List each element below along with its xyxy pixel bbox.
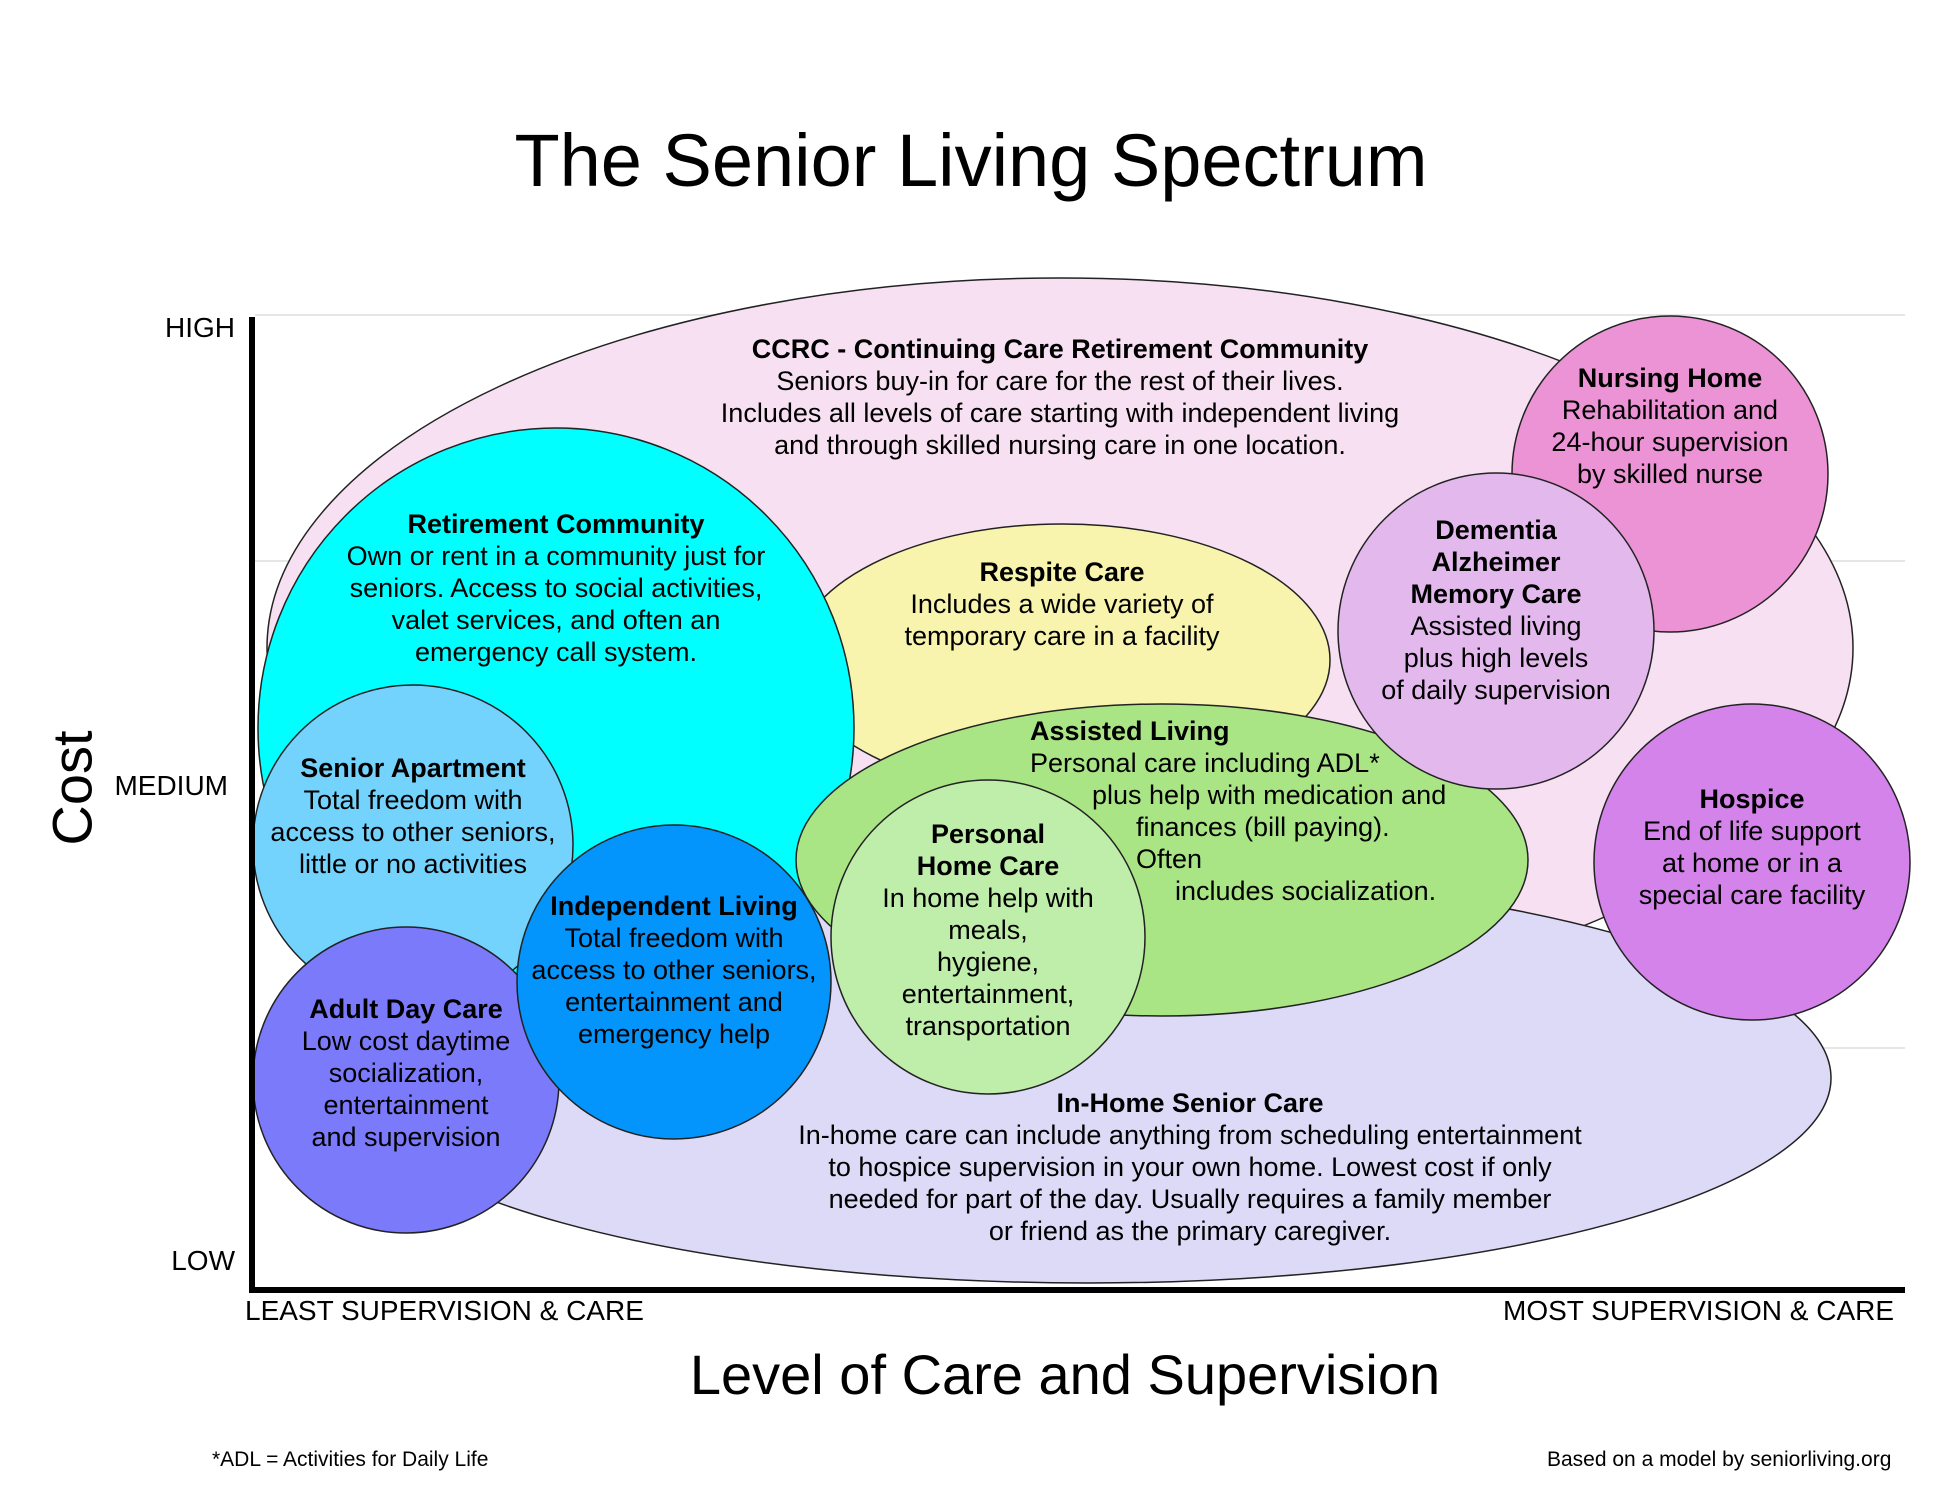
- respite-care-text: Respite Care Includes a wide variety of …: [862, 556, 1262, 652]
- adult-day-care-line: and supervision: [311, 1122, 501, 1152]
- respite-care-line: temporary care in a facility: [904, 621, 1220, 651]
- senior-apartment-line: access to other seniors,: [270, 817, 556, 847]
- assisted-living-line: finances (bill paying). Often: [1136, 812, 1390, 874]
- personal-home-care-line: In home help with: [882, 883, 1094, 913]
- dementia-care-line: plus high levels: [1403, 643, 1589, 673]
- hospice-line: at home or in a: [1661, 848, 1843, 878]
- ccrc-text: CCRC - Continuing Care Retirement Commun…: [660, 333, 1460, 461]
- hospice-circle: [1593, 703, 1911, 1021]
- adl-footnote: *ADL = Activities for Daily Life: [212, 1448, 489, 1471]
- dementia-care-line: Assisted living: [1410, 611, 1582, 641]
- personal-home-care-line: meals,: [948, 915, 1028, 945]
- in-home-care-line: needed for part of the day. Usually requ…: [828, 1184, 1552, 1214]
- ccrc-heading: CCRC - Continuing Care Retirement Commun…: [751, 334, 1369, 364]
- assisted-living-text: Assisted Living Personal care including …: [1030, 715, 1460, 907]
- hospice-line: special care facility: [1638, 880, 1866, 910]
- assisted-living-line: includes socialization.: [1175, 876, 1437, 906]
- personal-home-care-heading: Home Care: [916, 851, 1060, 881]
- hospice-heading: Hospice: [1699, 784, 1805, 814]
- personal-home-care-circle: [830, 779, 1146, 1095]
- y-tick-high: HIGH: [165, 312, 235, 343]
- dementia-care-heading: Alzheimer: [1431, 547, 1561, 577]
- independent-living-line: entertainment and: [565, 987, 783, 1017]
- in-home-care-heading: In-Home Senior Care: [1056, 1088, 1324, 1118]
- dementia-care-heading: Memory Care: [1410, 579, 1582, 609]
- assisted-living-heading: Assisted Living: [1030, 716, 1230, 746]
- independent-living-circle: [516, 824, 832, 1140]
- y-tick-medium: MEDIUM: [114, 770, 228, 801]
- source-footnote: Based on a model by seniorliving.org: [1547, 1448, 1892, 1471]
- personal-home-care-line: transportation: [905, 1011, 1071, 1041]
- dementia-care-heading: Dementia: [1435, 515, 1557, 545]
- in-home-care-line: or friend as the primary caregiver.: [988, 1216, 1392, 1246]
- senior-apartment-line: little or no activities: [298, 849, 528, 879]
- senior-apartment-line: Total freedom with: [303, 785, 523, 815]
- assisted-living-line: Personal care including ADL*: [1030, 748, 1380, 778]
- ccrc-line: Seniors buy-in for care for the rest of …: [776, 366, 1344, 396]
- in-home-care-line: In-home care can include anything from s…: [798, 1120, 1582, 1150]
- nursing-home-line: 24-hour supervision: [1551, 427, 1789, 457]
- nursing-home-line: Rehabilitation and: [1561, 395, 1779, 425]
- x-axis-right-label: MOST SUPERVISION & CARE: [1503, 1295, 1895, 1326]
- respite-care-heading: Respite Care: [979, 557, 1145, 587]
- nursing-home-text: Nursing Home Rehabilitation and 24-hour …: [1520, 362, 1820, 490]
- retirement-community-line: emergency call system.: [414, 637, 698, 667]
- dementia-care-circle: [1337, 472, 1655, 790]
- independent-living-heading: Independent Living: [550, 891, 798, 921]
- adult-day-care-line: entertainment: [323, 1090, 489, 1120]
- adult-day-care-line: Low cost daytime: [301, 1026, 511, 1056]
- y-tick-low: LOW: [171, 1245, 235, 1276]
- retirement-community-line: Own or rent in a community just for: [346, 541, 766, 571]
- in-home-care-text: In-Home Senior Care In-home care can inc…: [760, 1087, 1620, 1247]
- adult-day-care-heading: Adult Day Care: [309, 994, 503, 1024]
- independent-living-line: access to other seniors,: [531, 955, 817, 985]
- adult-day-care-line: socialization,: [328, 1058, 484, 1088]
- retirement-community-heading: Retirement Community: [407, 509, 705, 539]
- personal-home-care-line: entertainment,: [901, 979, 1075, 1009]
- nursing-home-line: by skilled nurse: [1576, 459, 1764, 489]
- independent-living-line: Total freedom with: [564, 923, 784, 953]
- senior-apartment-heading: Senior Apartment: [300, 753, 526, 783]
- independent-living-line: emergency help: [577, 1019, 771, 1049]
- page-title: The Senior Living Spectrum: [514, 119, 1428, 202]
- personal-home-care-text: Personal Home Care In home help with mea…: [858, 818, 1118, 1042]
- in-home-care-line: to hospice supervision in your own home.…: [828, 1152, 1552, 1182]
- retirement-community-line: valet services, and often an: [391, 605, 721, 635]
- personal-home-care-line: hygiene,: [936, 947, 1040, 977]
- x-axis-title: Level of Care and Supervision: [689, 1343, 1441, 1406]
- x-axis-left-label: LEAST SUPERVISION & CARE: [245, 1295, 644, 1326]
- hospice-text: Hospice End of life support at home or i…: [1602, 783, 1902, 911]
- ccrc-line: and through skilled nursing care in one …: [774, 430, 1346, 460]
- personal-home-care-heading: Personal: [930, 819, 1046, 849]
- assisted-living-line: plus help with medication and: [1092, 780, 1447, 810]
- dementia-care-text: Dementia Alzheimer Memory Care Assisted …: [1356, 514, 1636, 706]
- senior-apartment-text: Senior Apartment Total freedom with acce…: [263, 752, 563, 880]
- retirement-community-line: seniors. Access to social activities,: [349, 573, 763, 603]
- retirement-community-text: Retirement Community Own or rent in a co…: [316, 508, 796, 668]
- nursing-home-heading: Nursing Home: [1577, 363, 1763, 393]
- ccrc-line: Includes all levels of care starting wit…: [720, 398, 1400, 428]
- dementia-care-line: of daily supervision: [1381, 675, 1611, 705]
- independent-living-text: Independent Living Total freedom with ac…: [524, 890, 824, 1050]
- respite-care-line: Includes a wide variety of: [910, 589, 1214, 619]
- hospice-line: End of life support: [1643, 816, 1861, 846]
- adult-day-care-text: Adult Day Care Low cost daytime socializ…: [276, 993, 536, 1153]
